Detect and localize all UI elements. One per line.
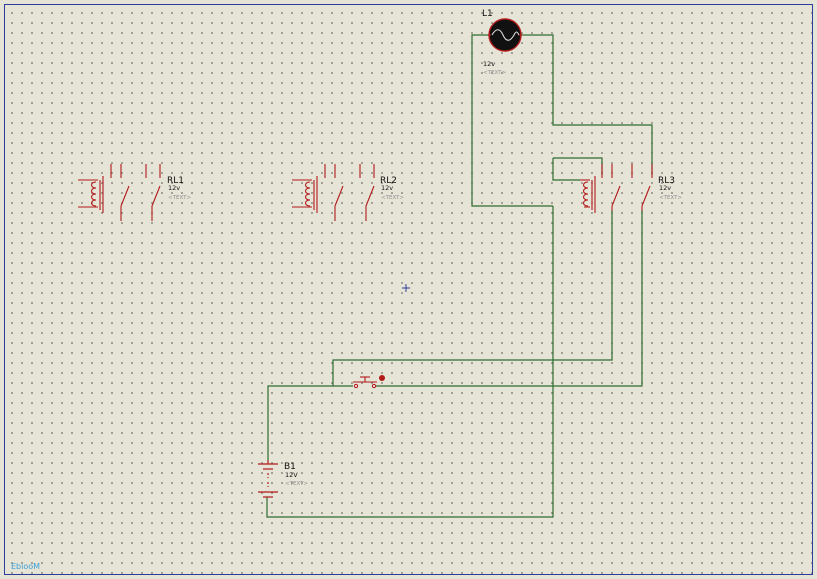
pushbutton-actuator-icon[interactable] xyxy=(379,375,385,381)
relay-text: <TEXT> xyxy=(168,195,191,201)
relay-rl3[interactable]: RL3 12v <TEXT> xyxy=(580,164,682,213)
relay-contacts-icon xyxy=(110,164,161,221)
relay-text: <TEXT> xyxy=(381,195,404,201)
relay-text: <TEXT> xyxy=(659,195,682,201)
battery-ref: B1 xyxy=(284,462,296,472)
footer-brand: EbiooM xyxy=(11,562,40,571)
battery-text: <TEXT> xyxy=(285,481,308,487)
relay-ref: RL2 xyxy=(380,176,397,186)
relay-value: 12v xyxy=(659,184,671,192)
lamp-text: <TEXT> xyxy=(483,70,506,76)
wire-rl3-contact1[interactable] xyxy=(267,210,613,460)
relay-value: 12v xyxy=(381,184,393,192)
wire-lamp-right[interactable] xyxy=(522,34,653,175)
lamp-ref: L1 xyxy=(482,9,493,19)
battery-icon xyxy=(258,460,278,498)
relay-coil-icon xyxy=(78,176,104,213)
relay-ref: RL3 xyxy=(658,176,675,186)
lamp-value: 12v xyxy=(483,60,495,68)
battery-value: 12V xyxy=(285,471,298,479)
relay-coil-icon xyxy=(580,176,596,213)
relay-ref: RL1 xyxy=(167,176,184,186)
pushbutton-switch-icon xyxy=(353,376,377,389)
battery-b1[interactable]: B1 12V <TEXT> xyxy=(258,460,308,498)
crosshair-cursor-icon xyxy=(402,284,410,292)
dot-grid xyxy=(4,4,813,575)
lamp-filament-icon xyxy=(491,29,520,41)
relay-coil-icon xyxy=(292,176,318,213)
relay-rl1[interactable]: RL1 12v <TEXT> xyxy=(78,164,191,221)
relay-contacts-icon xyxy=(324,164,375,221)
pushbutton[interactable] xyxy=(353,375,385,389)
wire-main-trunk[interactable] xyxy=(266,206,554,518)
wire-rl3-coil-top[interactable] xyxy=(552,158,580,181)
lamp-icon xyxy=(488,18,522,52)
relay-rl2[interactable]: RL2 12v <TEXT> xyxy=(292,164,404,221)
wire-rl3-contact2[interactable] xyxy=(376,210,643,387)
wire-lamp-left[interactable] xyxy=(471,34,553,207)
wire-rl3-common[interactable] xyxy=(553,157,603,175)
lamp-l1[interactable]: L1 12v <TEXT> xyxy=(482,9,522,76)
wires xyxy=(266,34,653,518)
relay-value: 12v xyxy=(168,184,180,192)
relay-contacts-icon xyxy=(601,164,653,211)
